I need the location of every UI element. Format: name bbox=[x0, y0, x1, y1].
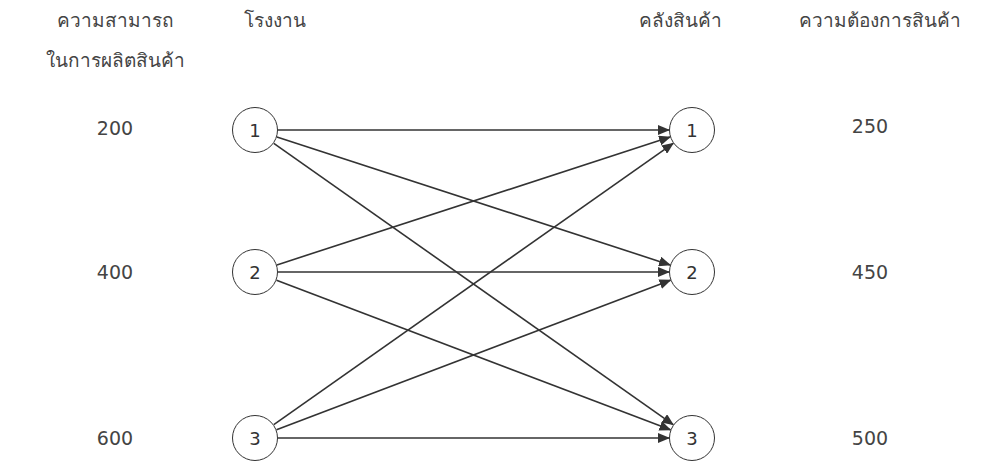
warehouse-circle: 1 bbox=[669, 107, 715, 153]
flow-arrow bbox=[278, 271, 669, 273]
column-heading: ความต้องการสินค้า bbox=[799, 5, 961, 35]
factory-circle: 3 bbox=[232, 415, 278, 461]
flow-arrow bbox=[277, 137, 670, 265]
flow-arrow bbox=[274, 143, 673, 424]
node-number: 3 bbox=[686, 428, 697, 449]
demand-value: 250 bbox=[852, 115, 888, 137]
factory-circle: 2 bbox=[232, 249, 278, 295]
node-number: 2 bbox=[686, 262, 697, 283]
demand-value: 450 bbox=[852, 261, 888, 283]
node-number: 2 bbox=[249, 262, 260, 283]
capacity-value: 200 bbox=[97, 117, 133, 139]
warehouse-circle: 2 bbox=[669, 249, 715, 295]
flow-arrow bbox=[277, 280, 671, 430]
flow-arrow bbox=[274, 143, 673, 424]
flow-arrow bbox=[278, 129, 669, 131]
node-number: 1 bbox=[249, 120, 260, 141]
column-heading: ในการผลิตสินค้า bbox=[46, 45, 185, 75]
capacity-value: 400 bbox=[97, 261, 133, 283]
column-heading: ความสามารถ bbox=[57, 5, 174, 35]
node-number: 3 bbox=[249, 428, 260, 449]
node-number: 1 bbox=[686, 120, 697, 141]
flow-arrow bbox=[277, 137, 670, 265]
capacity-value: 600 bbox=[97, 427, 133, 449]
factory-circle: 1 bbox=[232, 107, 278, 153]
flow-arrow bbox=[278, 437, 669, 439]
demand-value: 500 bbox=[852, 427, 888, 449]
warehouse-circle: 3 bbox=[669, 415, 715, 461]
column-heading: โรงงาน bbox=[244, 5, 306, 35]
flow-arrow bbox=[277, 280, 671, 430]
column-heading: คลังสินค้า bbox=[639, 5, 722, 35]
